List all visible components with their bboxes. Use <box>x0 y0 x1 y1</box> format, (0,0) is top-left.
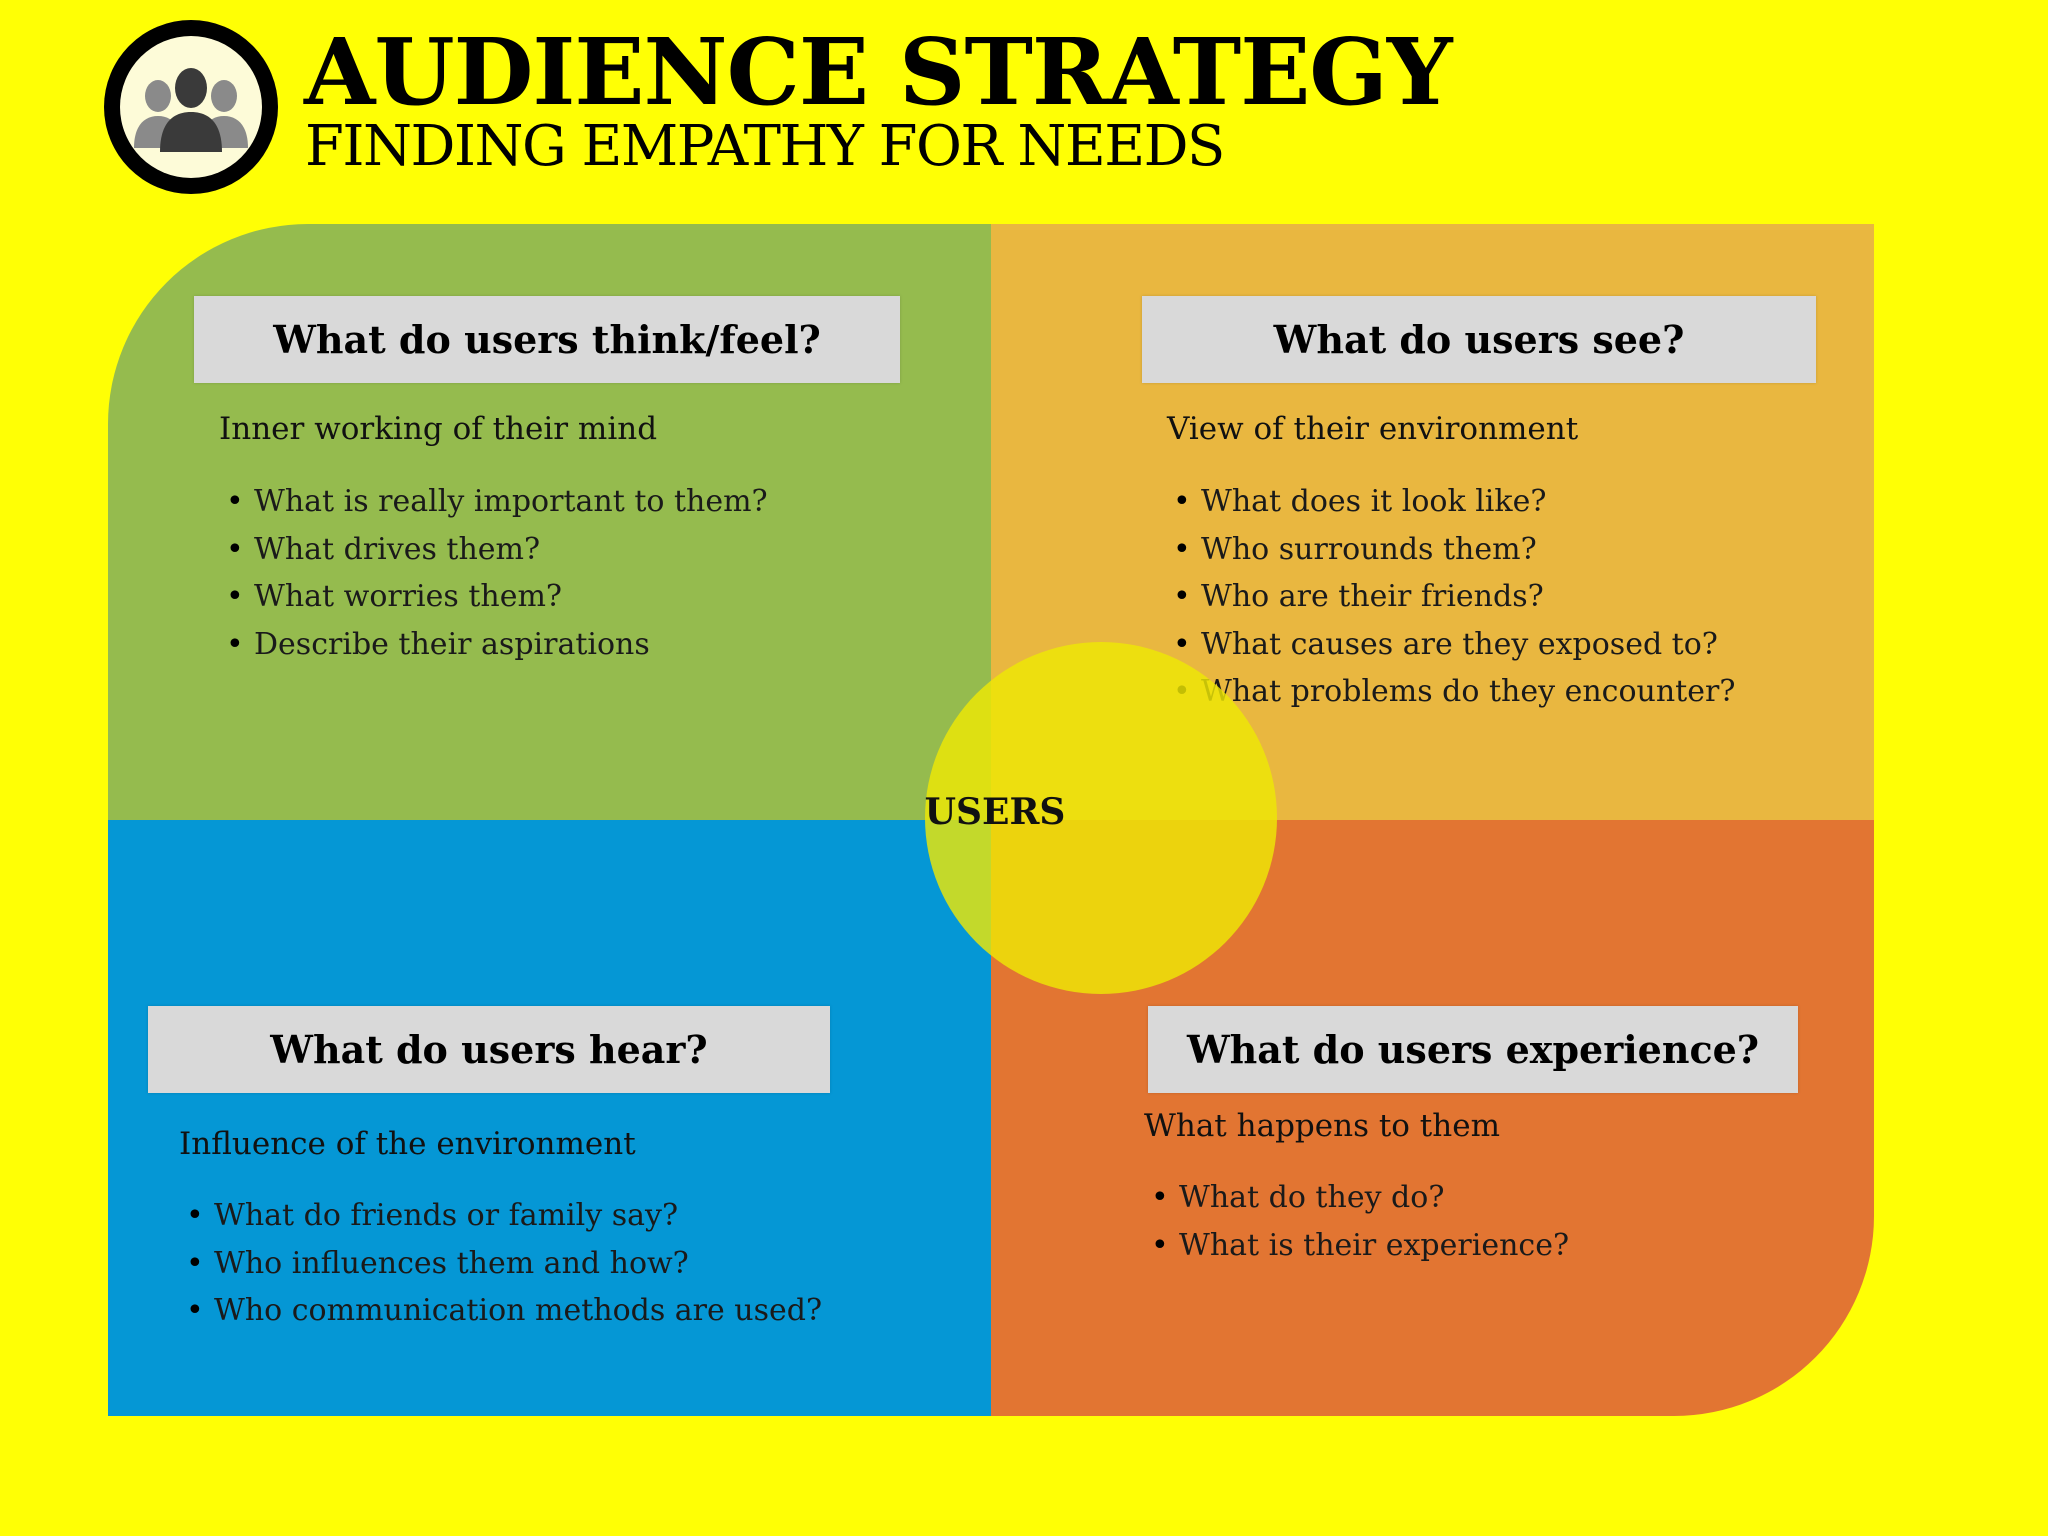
hear-heading: What do users hear? <box>148 1006 830 1093</box>
list-item: What worries them? <box>226 573 768 621</box>
list-item: What do they do? <box>1151 1174 1569 1222</box>
think-feel-heading: What do users think/feel? <box>194 296 900 383</box>
page-title: AUDIENCE STRATEGY <box>304 18 1453 126</box>
list-item: Who surrounds them? <box>1173 526 1735 574</box>
list-item: What causes are they exposed to? <box>1173 621 1735 669</box>
hear-subheading: Influence of the environment <box>179 1126 636 1162</box>
list-item: Who communication methods are used? <box>186 1287 822 1335</box>
see-list: What does it look like? Who surrounds th… <box>1173 478 1735 716</box>
users-center-label: USERS <box>924 791 1066 833</box>
experience-subheading: What happens to them <box>1144 1108 1500 1144</box>
list-item: What does it look like? <box>1173 478 1735 526</box>
see-subheading: View of their environment <box>1167 411 1579 447</box>
users-group-icon <box>104 20 278 194</box>
quadrant-see: What do users see? View of their environ… <box>991 224 1874 820</box>
list-item: What is their experience? <box>1151 1222 1569 1270</box>
quadrant-think-feel: What do users think/feel? Inner working … <box>108 224 991 820</box>
think-feel-subheading: Inner working of their mind <box>219 411 658 447</box>
list-item: Who are their friends? <box>1173 573 1735 621</box>
list-item: What is really important to them? <box>226 478 768 526</box>
list-item: What problems do they encounter? <box>1173 668 1735 716</box>
list-item: Describe their aspirations <box>226 621 768 669</box>
empathy-map: What do users think/feel? Inner working … <box>108 224 1874 1416</box>
list-item: What drives them? <box>226 526 768 574</box>
users-silhouette-icon <box>134 68 248 152</box>
list-item: What do friends or family say? <box>186 1192 822 1240</box>
list-item: Who influences them and how? <box>186 1240 822 1288</box>
page-subtitle: FINDING EMPATHY FOR NEEDS <box>305 114 1225 179</box>
experience-heading: What do users experience? <box>1148 1006 1798 1093</box>
see-heading: What do users see? <box>1142 296 1816 383</box>
hear-list: What do friends or family say? Who influ… <box>186 1192 822 1335</box>
users-center-circle <box>925 642 1277 994</box>
experience-list: What do they do? What is their experienc… <box>1151 1174 1569 1269</box>
quadrant-hear: What do users hear? Influence of the env… <box>108 820 991 1416</box>
think-feel-list: What is really important to them? What d… <box>226 478 768 668</box>
logo-ring <box>120 36 262 178</box>
